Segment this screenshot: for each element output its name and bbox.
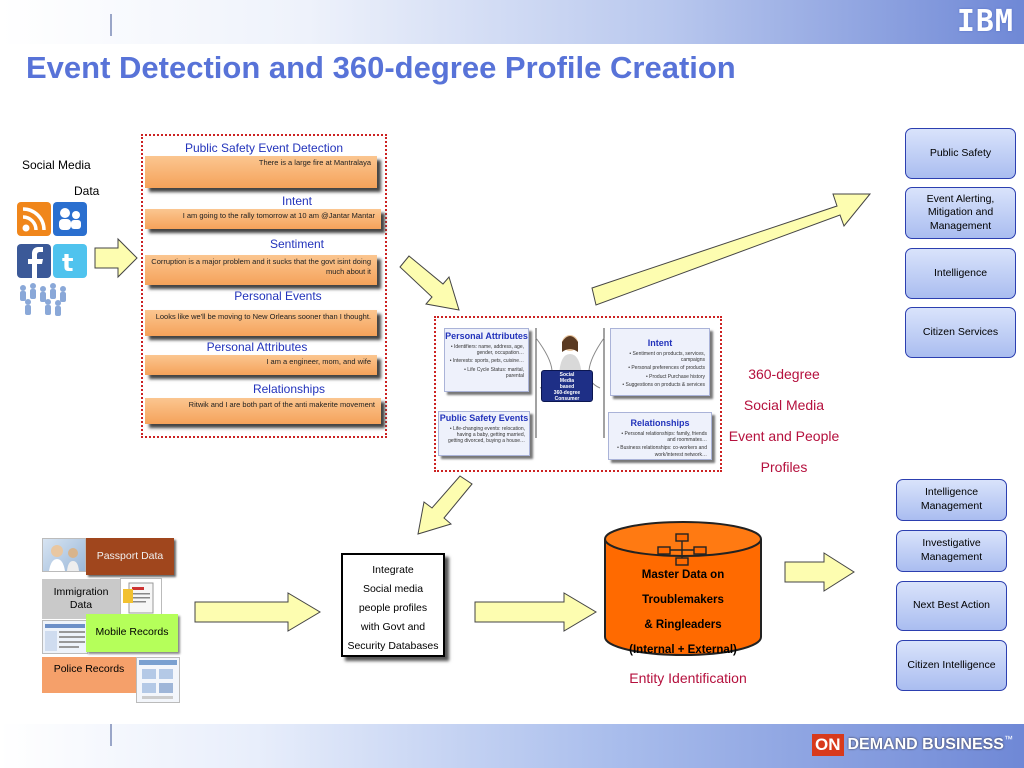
arrow-master-to-right — [784, 552, 855, 592]
box-next-best-action: Next Best Action — [896, 581, 1007, 631]
card-title: Public Safety Events — [439, 413, 529, 423]
caption-line: 360-degree — [748, 366, 820, 382]
page-title: Event Detection and 360-degree Profile C… — [26, 50, 736, 85]
entity-identification-caption: Entity Identification — [629, 670, 747, 686]
master-line: Troublemakers — [642, 594, 724, 606]
profile-caption: 360-degree Social Media Event and People… — [704, 359, 864, 483]
center-label-line: Media — [559, 378, 575, 384]
messenger-icon — [53, 202, 87, 236]
arrow-profile-to-public-safety — [591, 193, 872, 306]
people-crowd-icon — [17, 280, 69, 316]
event-detection-panel — [141, 134, 387, 438]
card-line: • Interests: sports, pets, cuisine… — [449, 358, 524, 365]
caption-line: Social Media — [743, 397, 825, 413]
passport-photo — [42, 538, 86, 572]
card-intent: Intent • Sentiment on products, services… — [610, 328, 710, 396]
personal-attributes-heading: Personal Attributes — [206, 340, 308, 354]
center-label-line: Social — [559, 372, 575, 378]
social-data-label: Data — [74, 184, 100, 198]
card-title: Personal Attributes — [445, 331, 528, 341]
card-relationships: Relationships • Personal relationships: … — [608, 412, 712, 460]
card-line: • Identifiers: name, address, age, gende… — [450, 343, 524, 357]
center-label-line: Consumer — [554, 396, 580, 402]
card-line: • Business relationships: co-workers and… — [617, 445, 707, 458]
master-data-text: Master Data on Troublemakers & Ringleade… — [604, 563, 762, 663]
twitter-icon: t — [53, 244, 87, 278]
card-line: • Suggestions on products & services — [622, 381, 705, 388]
sentiment-heading: Sentiment — [269, 237, 325, 251]
svg-text:t: t — [62, 249, 73, 277]
profile-panel — [434, 316, 722, 472]
event-text-intent: I am going to the rally tomorrow at 10 a… — [145, 209, 381, 229]
personal-events-heading: Personal Events — [234, 289, 322, 303]
master-line: (Internal + External) — [629, 644, 737, 656]
caption-line: Event and People — [728, 428, 840, 444]
profile-center-badge: Social Media based 360-degree Consumer — [541, 370, 593, 402]
rss-icon — [17, 202, 51, 236]
integrate-box: Integrate Social media people profiles w… — [341, 553, 445, 657]
immigration-data-box: Immigration Data — [42, 579, 120, 619]
footer-divider — [110, 724, 112, 746]
box-investigative-management: Investigative Management — [896, 530, 1007, 572]
box-intelligence-management: Intelligence Management — [896, 479, 1007, 521]
card-title: Relationships — [630, 418, 690, 428]
caption-line: Profiles — [760, 459, 808, 475]
arrow-integrate-to-master — [474, 592, 597, 632]
box-citizen-services: Citizen Services — [905, 307, 1016, 358]
card-line: • Life Cycle Status: marital, parental — [464, 366, 524, 379]
police-records-box: Police Records — [42, 657, 136, 693]
card-line: • Product Purchase history — [646, 373, 705, 380]
event-text-personal-events: Looks like we'll be moving to New Orlean… — [145, 310, 377, 336]
master-data-cylinder — [604, 521, 762, 656]
integrate-line: Social media — [362, 583, 424, 595]
police-records-screenshot — [136, 657, 180, 703]
header-divider — [110, 14, 112, 36]
event-text-relationships: Ritwik and I are both part of the anti m… — [145, 398, 381, 424]
arrow-profile-to-integrate — [417, 475, 473, 535]
header-band — [0, 0, 1024, 44]
card-title: Intent — [647, 338, 673, 348]
card-line: • Sentiment on products, services, campa… — [629, 350, 705, 364]
social-media-label: Social Media — [22, 158, 91, 172]
passport-data-box: Passport Data — [86, 538, 174, 575]
integrate-line: Security Databases — [347, 640, 439, 652]
relationships-heading: Relationships — [252, 382, 326, 396]
integrate-line: people profiles — [358, 602, 428, 614]
center-label-line: based — [559, 384, 575, 390]
demand-business-text: DEMAND BUSINESS — [847, 736, 1004, 753]
immigration-document — [120, 578, 162, 618]
card-personal-attributes: Personal Attributes • Identifiers: name,… — [444, 328, 529, 392]
intent-heading: Intent — [281, 194, 313, 208]
on-demand-logo: ON DEMAND BUSINESS ™ — [812, 734, 1013, 756]
box-intelligence: Intelligence — [905, 248, 1016, 299]
integrate-line: with Govt and — [360, 621, 426, 633]
card-line: • Life-changing events: relocation, havi… — [448, 425, 525, 445]
facebook-icon — [17, 244, 51, 278]
event-detection-title: Public Safety Event Detection — [184, 141, 344, 155]
box-citizen-intelligence: Citizen Intelligence — [896, 640, 1007, 691]
ibm-logo: IBM — [956, 4, 1014, 39]
integrate-line: Integrate — [372, 564, 414, 576]
mobile-records-box: Mobile Records — [86, 614, 178, 652]
arrow-sources-to-integrate — [194, 592, 321, 632]
on-badge: ON — [812, 734, 844, 756]
box-public-safety: Public Safety — [905, 128, 1016, 179]
card-line: • Personal relationships: family, friend… — [621, 430, 707, 444]
event-text-fire: There is a large fire at Mantralaya — [145, 156, 377, 188]
event-text-sentiment: Corruption is a major problem and it suc… — [145, 255, 377, 285]
arrow-social-to-detection — [94, 237, 138, 279]
card-line: • Personal preferences of products — [628, 365, 705, 372]
master-line: Master Data on — [641, 569, 725, 581]
center-label-line: 360-degree — [553, 390, 581, 396]
trademark: ™ — [1003, 734, 1013, 744]
master-line: & Ringleaders — [644, 619, 722, 631]
arrow-detection-to-profile — [399, 255, 460, 311]
event-text-personal-attributes: I am a engineer, mom, and wife — [145, 355, 377, 375]
mobile-records-screenshot — [42, 620, 88, 654]
footer-band — [0, 724, 1024, 768]
card-public-safety-events: Public Safety Events • Life-changing eve… — [438, 411, 530, 456]
box-event-alerting: Event Alerting, Mitigation and Managemen… — [905, 187, 1016, 239]
